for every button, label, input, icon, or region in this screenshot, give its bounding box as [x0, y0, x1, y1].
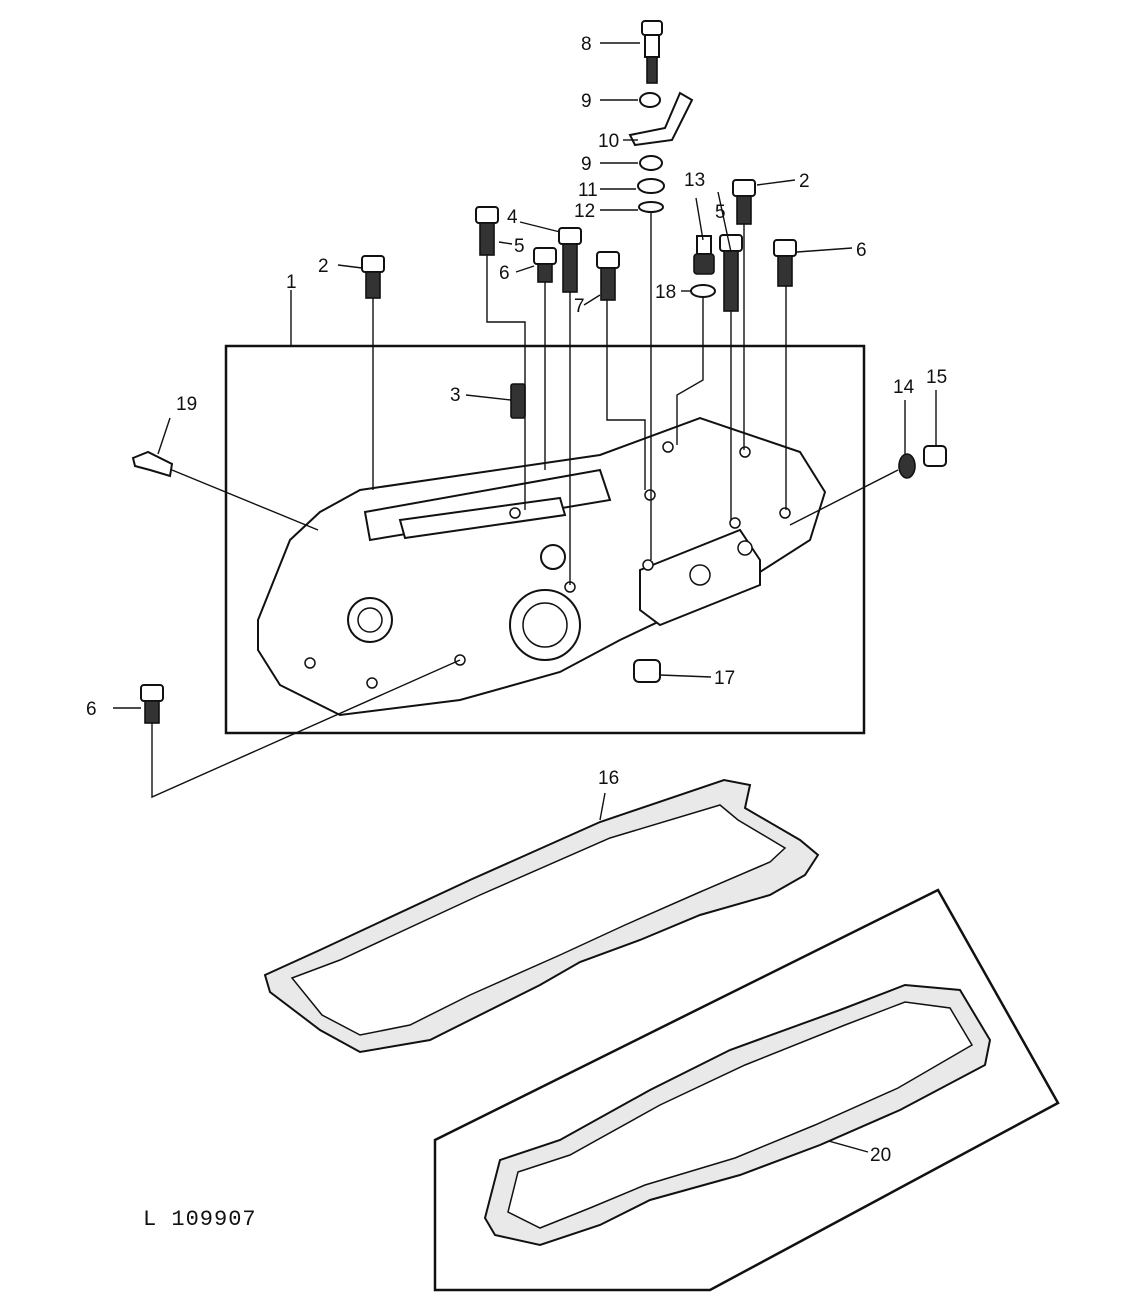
bolt-2-left	[361, 255, 385, 299]
bolt-6-bottom	[140, 684, 164, 724]
nut-9-lower	[639, 155, 663, 171]
callout-12: 12	[574, 201, 595, 222]
callout-7: 7	[574, 296, 585, 317]
bolt-6-right	[773, 239, 797, 287]
callout-18: 18	[655, 282, 676, 303]
fitting-13	[693, 235, 715, 275]
callout-2-right: 2	[799, 171, 810, 192]
callout-11: 11	[578, 180, 598, 201]
bolt-2-right	[732, 179, 756, 225]
figure-reference: L 109907	[143, 1207, 257, 1232]
callout-20: 20	[870, 1145, 891, 1166]
bracket-10	[628, 91, 694, 147]
callout-9-lower: 9	[581, 154, 592, 175]
bolt-5-right	[719, 234, 743, 312]
callout-3: 3	[450, 385, 461, 406]
callout-2-left: 2	[318, 256, 329, 277]
gasket-20-box	[433, 888, 1060, 1292]
bolt-7	[596, 251, 620, 301]
callout-6-top: 6	[499, 263, 510, 284]
callout-13: 13	[684, 170, 705, 191]
callout-5-left: 5	[514, 236, 525, 257]
callout-5-right: 5	[715, 202, 726, 223]
pin-19	[131, 450, 174, 478]
bushing-17	[633, 659, 661, 683]
plug-15	[923, 445, 947, 467]
bolt-5-left	[475, 206, 499, 256]
callout-1: 1	[286, 272, 297, 293]
callout-4: 4	[507, 207, 518, 228]
callout-15: 15	[926, 367, 947, 388]
stud-3	[510, 383, 526, 419]
callout-19: 19	[176, 394, 197, 415]
callout-17: 17	[714, 668, 735, 689]
callout-16: 16	[598, 768, 619, 789]
callout-9-upper: 9	[581, 91, 592, 112]
callout-6-right: 6	[856, 240, 867, 261]
washer-12	[638, 201, 664, 213]
transmission-housing	[257, 416, 827, 717]
gasket-16	[263, 778, 820, 1054]
callout-6-bottom: 6	[86, 699, 97, 720]
washer-14	[898, 453, 916, 479]
callout-labels: 8 9 10 9 11 12 13 2 4 5 5 2 6 6 18 7 1 1…	[86, 34, 947, 1166]
callout-10: 10	[598, 131, 619, 152]
washer-18	[690, 284, 716, 298]
bolt-8	[641, 20, 663, 84]
leader-lines	[113, 42, 937, 1153]
bolt-6-top	[533, 247, 557, 283]
callout-8: 8	[581, 34, 592, 55]
callout-14: 14	[893, 377, 915, 398]
nut-9-upper	[639, 92, 661, 108]
bolt-4	[558, 227, 582, 293]
washer-11	[637, 178, 665, 194]
